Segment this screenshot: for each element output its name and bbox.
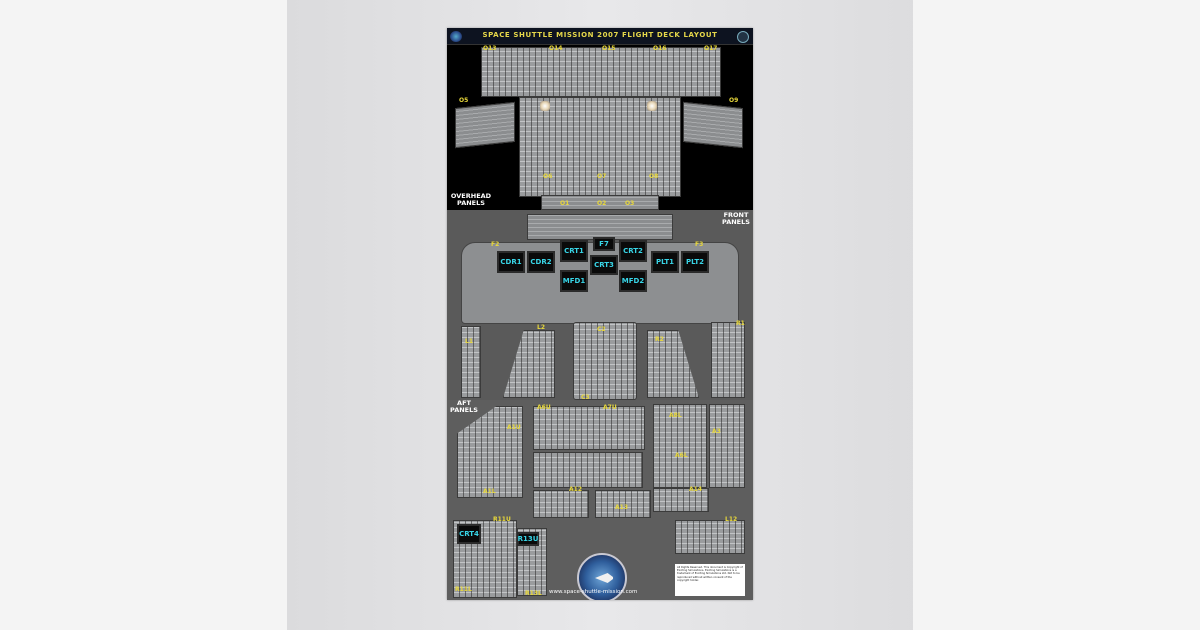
screen-mfd1: MFD1 <box>560 270 588 292</box>
section-title-aft: AFT PANELS <box>450 399 478 414</box>
label-a14: A14 <box>689 486 702 493</box>
website-url[interactable]: www.space-shuttle-mission.com <box>549 589 638 595</box>
label-c2: C2 <box>597 326 606 333</box>
screen-mfd2: MFD2 <box>619 270 647 292</box>
label-l12: L12 <box>725 516 738 523</box>
aft-panel-a1 <box>457 406 523 498</box>
screen-plt2: PLT2 <box>681 251 709 273</box>
screen-cdr2: CDR2 <box>527 251 555 273</box>
label-f2: F2 <box>491 241 500 248</box>
aft-panel-a8 <box>653 404 707 488</box>
shuttle-icon <box>595 573 613 583</box>
background-wall-right <box>913 0 1200 630</box>
label-a12: A12 <box>569 486 582 493</box>
overhead-section: O13 O14 O15 O16 O17 O5 O9 O6 O7 O8 O1 O2… <box>447 45 753 210</box>
screen-crt2: CRT2 <box>619 240 647 262</box>
label-o16: O16 <box>653 45 667 52</box>
label-r1: R1 <box>736 320 745 327</box>
label-c3: C3 <box>581 394 590 401</box>
label-a6u: A6U <box>537 404 551 411</box>
section-title-overhead: OVERHEAD PANELS <box>450 192 492 207</box>
label-a8l: A8L <box>669 412 682 419</box>
label-r11l: R11L <box>455 586 472 593</box>
aft-panel-a12 <box>533 490 589 518</box>
label-a6l: A6L <box>675 452 688 459</box>
label-a7u: A7U <box>603 404 617 411</box>
poster-title: SPACE SHUTTLE MISSION 2007 FLIGHT DECK L… <box>482 31 718 39</box>
overhead-panel-o9 <box>683 101 743 149</box>
label-a1l: A1L <box>483 488 496 495</box>
aft-panel-a6l <box>533 452 643 488</box>
label-o8: O8 <box>649 173 659 180</box>
label-f3: F3 <box>695 241 704 248</box>
poster-title-bar: SPACE SHUTTLE MISSION 2007 FLIGHT DECK L… <box>447 28 753 45</box>
aft-panel-a14 <box>653 488 709 512</box>
label-o14: O14 <box>549 45 563 52</box>
aft-panel-a1r-a3 <box>709 404 745 488</box>
overhead-panel-o5 <box>455 101 515 149</box>
screen-crt1: CRT1 <box>560 240 588 262</box>
label-a3: A3 <box>712 428 721 435</box>
overhead-top-panel <box>481 47 721 97</box>
label-a13: A13 <box>615 504 628 511</box>
section-title-front: FRONT PANELS <box>722 211 750 226</box>
background-wall-left <box>0 0 287 630</box>
label-r13l: R13L <box>525 590 542 597</box>
label-o7: O7 <box>597 173 607 180</box>
aft-panel-l12 <box>675 520 745 554</box>
label-o1: O1 <box>560 200 570 207</box>
screen-cdr1: CDR1 <box>497 251 525 273</box>
copyright-notice: All Rights Reserved. This document is Co… <box>675 564 745 596</box>
center-pedestal-c2-c3 <box>573 322 637 400</box>
globe-logo-icon <box>737 31 749 43</box>
dome-light-icon <box>540 101 550 111</box>
label-o2: O2 <box>597 200 607 207</box>
mission-patch-logo <box>577 553 627 600</box>
label-o17: O17 <box>704 45 718 52</box>
label-a1u: A1U <box>507 424 521 431</box>
aft-section: AFT PANELS A1U A1L A6U A7U A12 A13 A8L A… <box>447 400 753 600</box>
screen-f7: F7 <box>593 237 615 251</box>
overhead-center-panels <box>519 97 681 197</box>
center-console-l2 <box>503 330 555 398</box>
side-panel-r1 <box>711 322 745 398</box>
label-o13: O13 <box>483 45 497 52</box>
overhead-lower-panels <box>541 195 659 210</box>
screen-plt1: PLT1 <box>651 251 679 273</box>
label-r11u: R11U <box>493 516 511 523</box>
glareshield-panel <box>527 214 673 240</box>
aft-panel-a6-a7 <box>533 406 645 450</box>
poster[interactable]: SPACE SHUTTLE MISSION 2007 FLIGHT DECK L… <box>447 28 753 600</box>
label-l2: L2 <box>537 324 545 331</box>
screen-crt4: CRT4 <box>457 524 481 544</box>
aft-panel-a13 <box>595 490 651 518</box>
es-logo-icon <box>450 31 462 42</box>
label-o5: O5 <box>459 97 469 104</box>
label-o15: O15 <box>602 45 616 52</box>
label-r2: R2 <box>655 336 664 343</box>
side-panel-l1 <box>461 326 481 398</box>
screen-r13u: R13U <box>517 532 539 546</box>
front-section: FRONT PANELS CDR1 CDR2 CRT1 F7 CRT2 PLT1… <box>447 210 753 401</box>
label-l1: L1 <box>465 338 473 345</box>
label-o3: O3 <box>625 200 635 207</box>
screen-crt3: CRT3 <box>590 255 618 275</box>
label-o6: O6 <box>543 173 553 180</box>
label-o9: O9 <box>729 97 739 104</box>
dome-light-icon <box>647 101 657 111</box>
